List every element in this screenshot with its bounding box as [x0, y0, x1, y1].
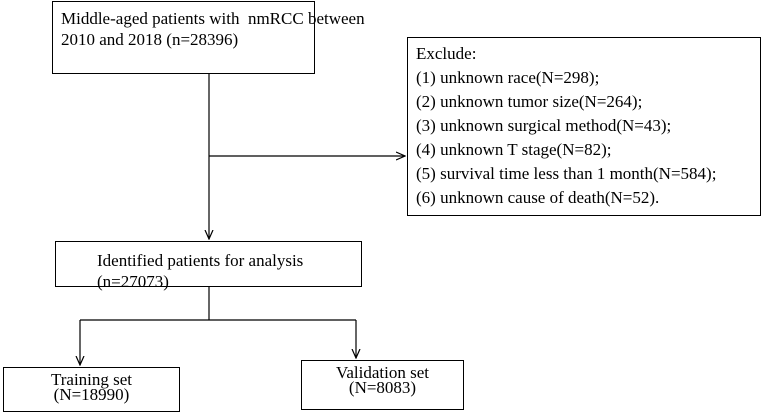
validation-label: Validation set [335, 363, 429, 382]
validation-box: Validation set (N=8083) [301, 360, 464, 410]
exclude-item: (2) unknown tumor size(N=264); [416, 92, 643, 111]
validation-count: (N=8083) [348, 378, 417, 397]
start-box: Middle-aged patients with nmRCC between … [52, 1, 365, 74]
exclude-item: (4) unknown T stage(N=82); [416, 140, 612, 159]
start-box-line1: Middle-aged patients with nmRCC between [61, 9, 365, 28]
exclude-title: Exclude: [416, 44, 477, 63]
identified-label: Identified patients for analysis (n=2707… [97, 251, 304, 291]
exclude-item: (5) survival time less than 1 month(N=58… [416, 164, 717, 183]
exclude-item: (3) unknown surgical method(N=43); [416, 116, 672, 135]
exclude-box: Exclude: (1) unknown race(N=298); (2) un… [407, 37, 761, 216]
training-label: Training set [50, 370, 133, 389]
start-box-line2: 2010 and 2018 (n=28396) [61, 30, 239, 49]
exclude-item: (6) unknown cause of death(N=52). [416, 188, 660, 207]
training-count: (N=18990) [53, 385, 130, 404]
identified-box: Identified patients for analysis (n=2707… [55, 241, 362, 291]
exclude-item: (1) unknown race(N=298); [416, 68, 600, 87]
training-box: Training set (N=18990) [3, 367, 180, 412]
